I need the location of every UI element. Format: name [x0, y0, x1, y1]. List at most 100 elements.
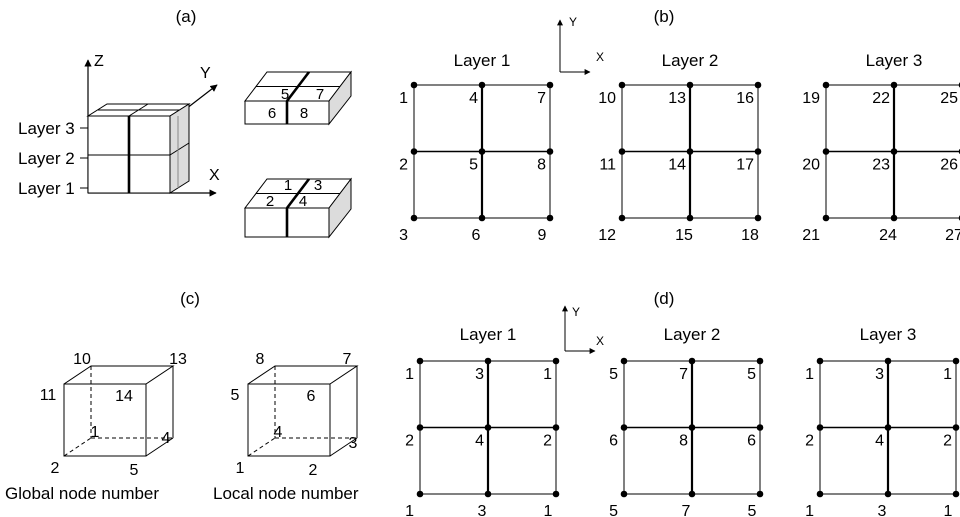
node-dot [410, 214, 418, 222]
node-dot [416, 424, 424, 431]
node-number: 23 [872, 157, 890, 174]
node-dot [618, 148, 626, 155]
node-number: 3 [399, 227, 408, 244]
global-node-2: 2 [51, 460, 60, 477]
local-node-1: 1 [236, 460, 245, 477]
local-node-4: 4 [274, 424, 283, 441]
node-number: 1 [543, 366, 552, 383]
node-number: 26 [940, 157, 958, 174]
node-number: 14 [668, 157, 686, 174]
node-number: 3 [878, 503, 887, 517]
elem-5: 5 [281, 86, 289, 103]
node-number: 6 [747, 433, 756, 450]
node-dot [890, 148, 898, 155]
node-number: 2 [943, 433, 952, 450]
node-number: 7 [537, 90, 546, 107]
node-dot [756, 357, 764, 365]
node-number: 1 [399, 90, 408, 107]
node-dot [816, 424, 824, 431]
elem-7: 7 [316, 86, 324, 103]
node-dot [552, 424, 560, 431]
node-number: 3 [475, 366, 484, 383]
node-number: 6 [609, 433, 618, 450]
b-x-axis-label: X [596, 50, 604, 64]
node-dot [688, 357, 696, 365]
b-layer-3-title: Layer 3 [866, 51, 923, 70]
node-number: 8 [679, 433, 688, 450]
elem-2: 2 [266, 193, 274, 210]
node-dot [756, 424, 764, 431]
elem-4: 4 [299, 193, 307, 210]
node-number: 3 [478, 503, 487, 517]
node-number: 9 [538, 227, 547, 244]
z-axis-label: Z [94, 53, 104, 70]
node-dot [546, 214, 554, 222]
node-dot [822, 81, 830, 89]
node-number: 1 [805, 366, 814, 383]
node-number: 10 [598, 90, 616, 107]
node-dot [620, 357, 628, 365]
node-number: 8 [537, 157, 546, 174]
elem-3: 3 [314, 177, 322, 194]
node-dot [478, 148, 486, 155]
node-dot [890, 81, 898, 89]
node-number: 2 [405, 433, 414, 450]
node-dot [546, 81, 554, 89]
node-number: 4 [469, 90, 478, 107]
global-node-4: 4 [162, 430, 171, 447]
node-dot [484, 357, 492, 365]
node-number: 5 [748, 503, 757, 517]
node-number: 1 [944, 503, 953, 517]
panel-a-label: (a) [176, 7, 197, 26]
node-number: 5 [747, 366, 756, 383]
top-element-block [243, 70, 353, 126]
bottom-element-block [243, 177, 353, 239]
global-node-11: 11 [40, 387, 57, 404]
global-node-1: 1 [91, 424, 100, 441]
node-dot [552, 490, 560, 498]
d-y-axis-label: Y [572, 305, 580, 319]
node-dot [416, 357, 424, 365]
local-node-5: 5 [231, 387, 240, 404]
node-number: 20 [802, 157, 820, 174]
node-dot [686, 214, 694, 222]
node-number: 5 [609, 503, 618, 517]
node-dot [410, 81, 418, 89]
elem-6: 6 [268, 105, 276, 122]
node-number: 22 [872, 90, 890, 107]
node-dot [822, 148, 830, 155]
node-number: 21 [802, 227, 820, 244]
node-number: 5 [469, 157, 478, 174]
layer-stack [86, 103, 191, 194]
node-number: 2 [805, 433, 814, 450]
node-dot [952, 424, 960, 431]
node-dot [618, 214, 626, 222]
layer-3-label: Layer 3 [18, 119, 75, 138]
node-number: 4 [875, 433, 884, 450]
node-number: 7 [679, 366, 688, 383]
node-number: 5 [609, 366, 618, 383]
node-dot [754, 214, 762, 222]
node-number: 1 [805, 503, 814, 517]
elem-1: 1 [284, 177, 292, 194]
node-dot [686, 81, 694, 89]
global-node-caption: Global node number [5, 484, 159, 503]
node-dot [416, 490, 424, 498]
local-node-7: 7 [343, 351, 352, 368]
b-layer-1-title: Layer 1 [454, 51, 511, 70]
b-layer-2-title: Layer 2 [662, 51, 719, 70]
local-node-2: 2 [309, 462, 318, 479]
y-axis-label: Y [200, 65, 211, 82]
d-layer-2-title: Layer 2 [664, 325, 721, 344]
node-number: 4 [475, 433, 484, 450]
node-number: 27 [945, 227, 960, 244]
panel-a: (a) Z X Y Layer 3 Layer 2 Layer 1 [18, 7, 353, 239]
d-layer-1-title: Layer 1 [460, 325, 517, 344]
